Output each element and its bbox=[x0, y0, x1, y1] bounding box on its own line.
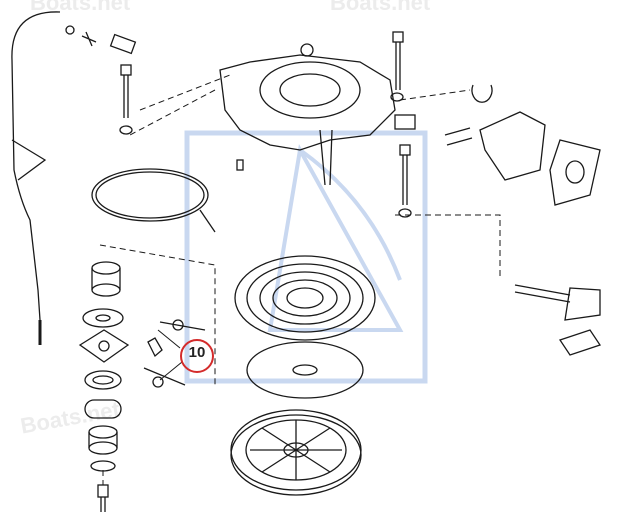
spring-plate bbox=[246, 341, 364, 399]
starter-housing bbox=[219, 43, 416, 186]
watermark: Boats.net bbox=[330, 0, 431, 15]
callout-10 bbox=[157, 329, 214, 381]
bolts bbox=[97, 31, 412, 512]
stop-switch-cable bbox=[11, 11, 137, 345]
recoil-spring bbox=[234, 255, 376, 341]
pawl-stack bbox=[78, 261, 130, 472]
watermark: Boats.net bbox=[30, 0, 131, 15]
logo-watermark bbox=[184, 130, 428, 384]
rope-pulley bbox=[230, 409, 362, 496]
starter-handle bbox=[444, 84, 602, 356]
callout-number[interactable]: 10 bbox=[188, 344, 206, 361]
leader-lines bbox=[99, 74, 501, 485]
starter-rope bbox=[91, 168, 216, 233]
